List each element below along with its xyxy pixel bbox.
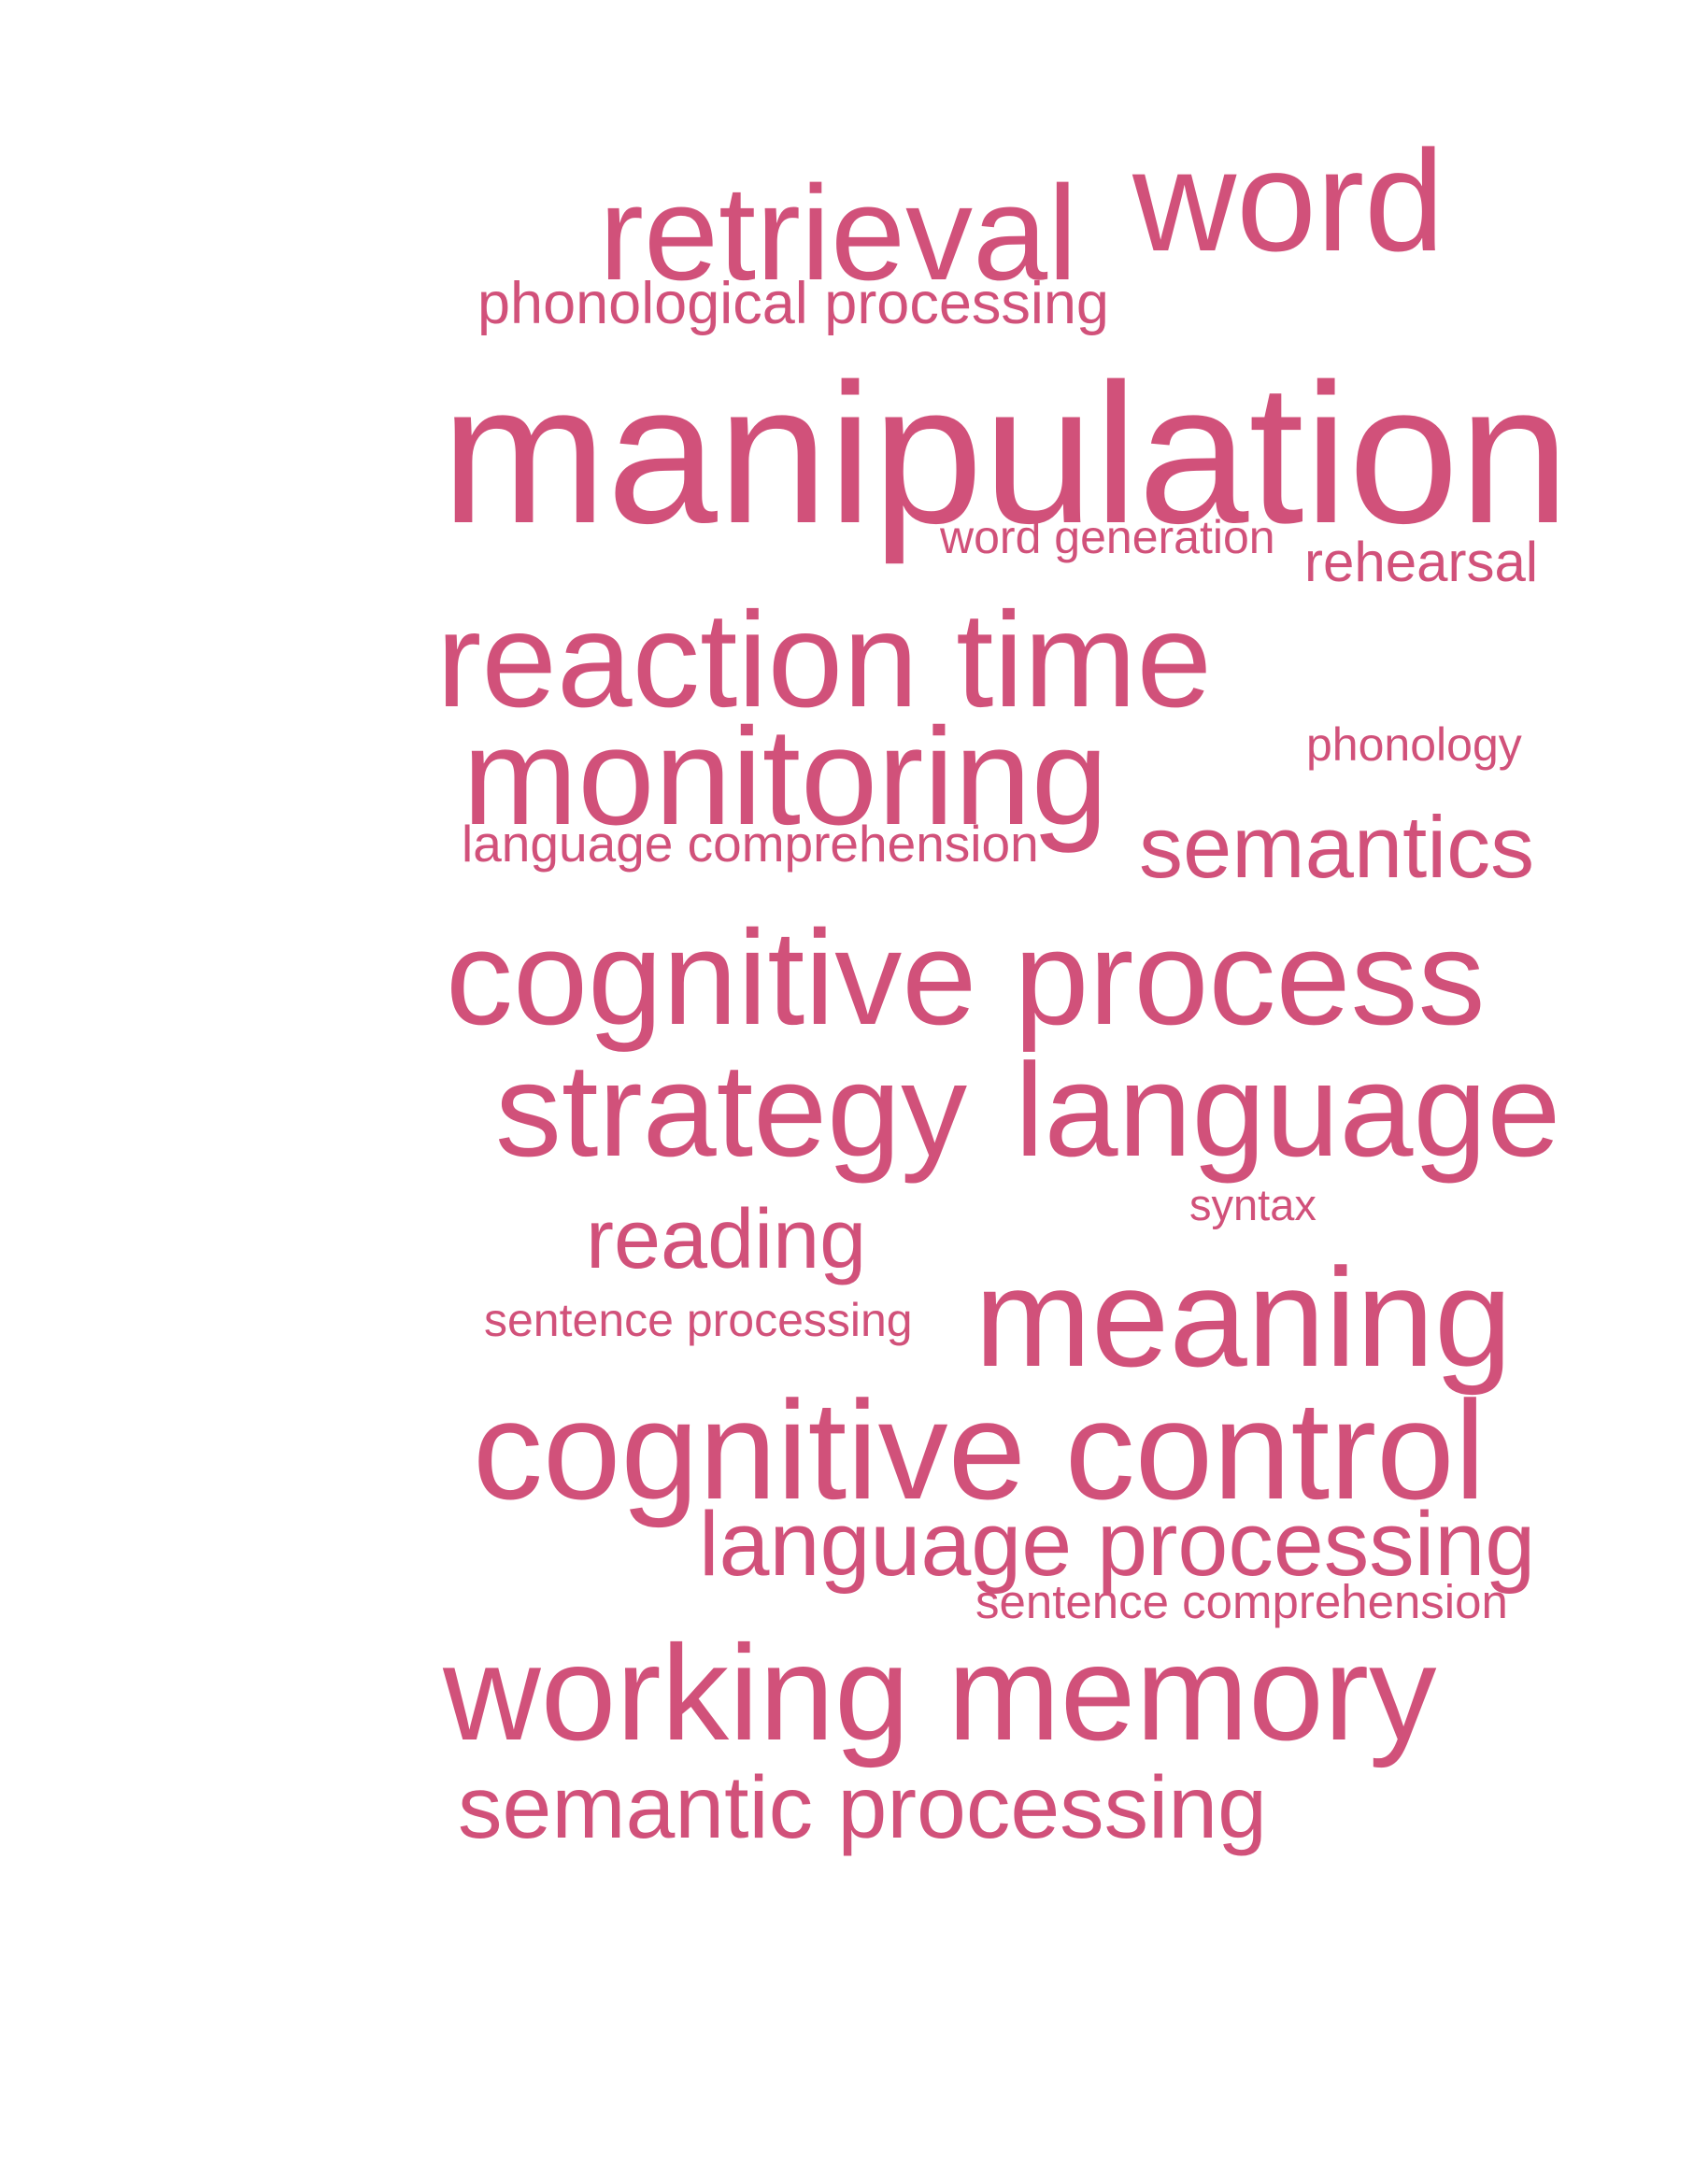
word-manipulation: manipulation — [441, 343, 1570, 565]
word-working-memory: working memory — [443, 1617, 1437, 1768]
word-cognitive-control: cognitive control — [473, 1371, 1486, 1528]
word-cognitive-process: cognitive process — [446, 902, 1486, 1053]
word-language-comprehension: language comprehension — [462, 815, 1039, 873]
word-phonological-processing: phonological processing — [477, 271, 1109, 336]
word-syntax: syntax — [1189, 1180, 1317, 1229]
word-reading: reading — [586, 1193, 867, 1286]
word-language: language — [1015, 1036, 1561, 1185]
word-monitoring: monitoring — [463, 700, 1109, 854]
word-rehearsal: rehearsal — [1304, 531, 1539, 593]
word-phonology: phonology — [1306, 718, 1522, 771]
word-word: word — [1132, 121, 1445, 281]
word-language-processing: language processing — [699, 1493, 1536, 1595]
word-semantic-processing: semantic processing — [458, 1758, 1267, 1857]
word-word-generation: word generation — [940, 511, 1275, 563]
word-reaction-time: reaction time — [436, 584, 1213, 735]
word-sentence-comprehension: sentence comprehension — [975, 1575, 1508, 1628]
word-meaning: meaning — [975, 1239, 1513, 1396]
word-retrieval: retrieval — [599, 158, 1078, 308]
word-sentence-processing: sentence processing — [484, 1294, 913, 1346]
word-semantics: semantics — [1139, 798, 1535, 896]
word-strategy: strategy — [495, 1036, 968, 1185]
